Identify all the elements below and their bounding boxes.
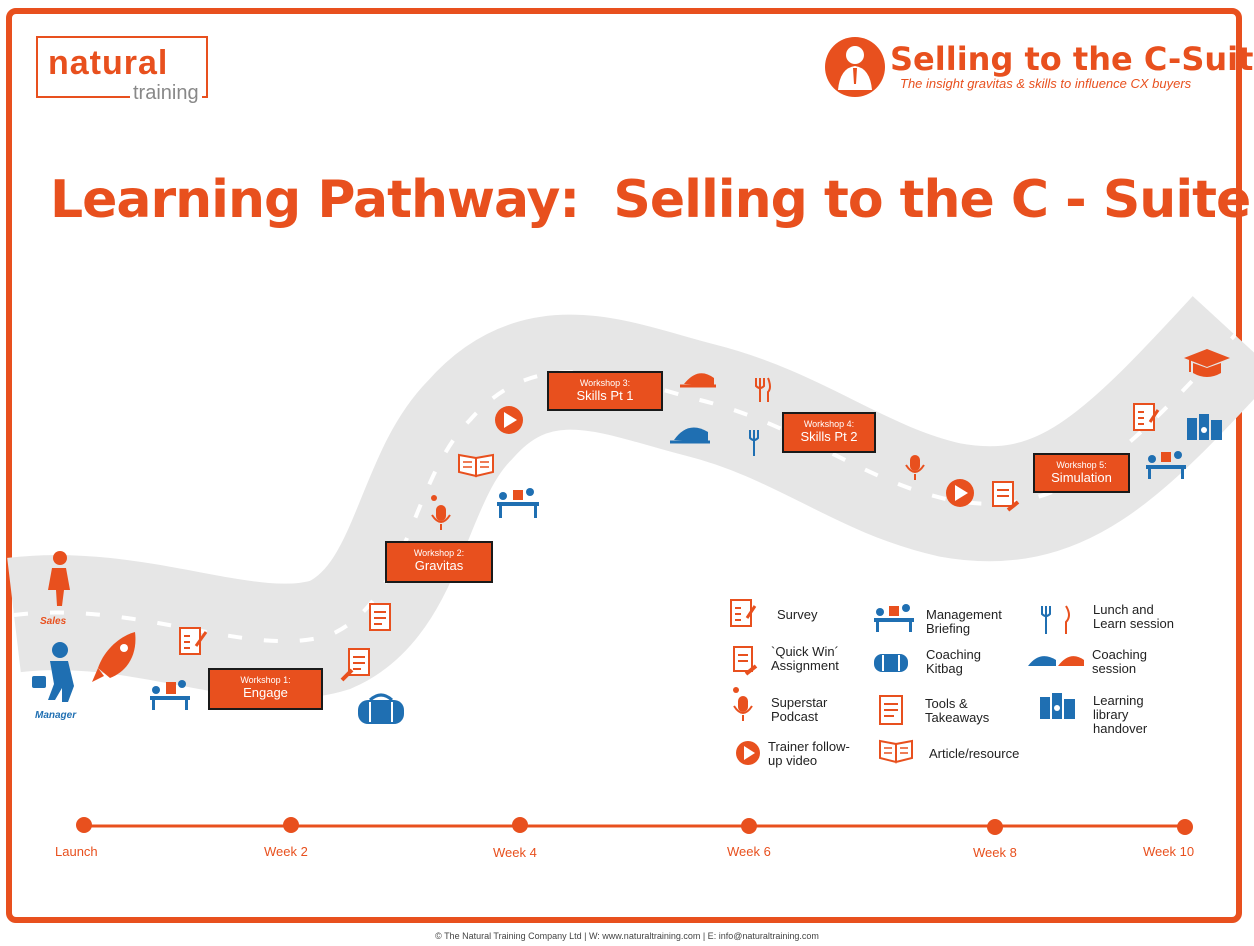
quick-win-icon bbox=[992, 481, 1020, 512]
workshop-number: Workshop 5: bbox=[1056, 460, 1107, 470]
brand-subtitle: The insight gravitas & skills to influen… bbox=[900, 76, 1192, 91]
legend-kitbag: Coaching Kitbag bbox=[926, 647, 981, 676]
video-icon bbox=[736, 741, 760, 765]
workshop-name: Engage bbox=[243, 685, 288, 700]
management-briefing-icon bbox=[497, 488, 539, 518]
lunch-icon bbox=[1041, 605, 1070, 634]
timeline-label-week4: Week 4 bbox=[493, 845, 537, 860]
quick-win-icon bbox=[733, 646, 758, 676]
library-icon bbox=[1040, 693, 1075, 719]
tools-icon bbox=[369, 603, 391, 631]
workshop-number: Workshop 3: bbox=[579, 378, 631, 388]
workshop-1-box: Workshop 1: Engage bbox=[208, 668, 323, 710]
executive-emblem-icon bbox=[825, 37, 885, 97]
timeline-dot bbox=[1177, 819, 1193, 835]
workshop-2-box: Workshop 2: Gravitas bbox=[385, 541, 493, 583]
survey-icon bbox=[1133, 403, 1160, 431]
workshop-name: Gravitas bbox=[414, 558, 464, 573]
timeline-label-week2: Week 2 bbox=[264, 844, 308, 859]
footer-copyright: © The Natural Training Company Ltd | W: … bbox=[435, 931, 819, 941]
legend-podcast: Superstar Podcast bbox=[771, 695, 828, 724]
timeline-dot bbox=[741, 818, 757, 834]
sales-label: Sales bbox=[40, 616, 67, 627]
article-icon bbox=[879, 739, 913, 764]
natural-training-logo: natural training bbox=[36, 36, 208, 105]
kitbag-icon bbox=[874, 654, 908, 672]
logo-word-training: training bbox=[130, 82, 202, 105]
video-icon bbox=[495, 406, 523, 434]
sales-person-icon bbox=[48, 551, 70, 606]
timeline-label-launch: Launch bbox=[55, 844, 98, 859]
management-briefing-icon bbox=[874, 604, 914, 632]
manager-person-icon bbox=[32, 642, 74, 702]
workshop-number: Workshop 1: bbox=[240, 675, 291, 685]
page-title: Learning Pathway: Selling to the C - Sui… bbox=[50, 170, 1251, 230]
tools-icon bbox=[879, 695, 903, 725]
podcast-icon bbox=[905, 455, 925, 480]
timeline-dot bbox=[987, 819, 1003, 835]
logo-word-natural: natural bbox=[48, 44, 169, 82]
timeline-dot bbox=[76, 817, 92, 833]
workshop-5-box: Workshop 5: Simulation bbox=[1033, 453, 1130, 493]
workshop-name: Skills Pt 1 bbox=[576, 388, 634, 403]
lunch-icon bbox=[749, 430, 759, 456]
rocket-icon bbox=[92, 632, 136, 682]
quick-win-icon bbox=[340, 648, 370, 682]
management-briefing-icon bbox=[1146, 451, 1186, 479]
legend-coaching: Coaching session bbox=[1092, 647, 1147, 676]
timeline-label-week6: Week 6 bbox=[727, 844, 771, 859]
podcast-icon bbox=[733, 687, 753, 721]
timeline-dot bbox=[283, 817, 299, 833]
workshop-number: Workshop 2: bbox=[413, 548, 465, 558]
workshop-name: Skills Pt 2 bbox=[800, 429, 858, 444]
legend-survey: Survey bbox=[777, 607, 818, 622]
library-icon bbox=[1187, 414, 1222, 440]
management-briefing-icon bbox=[150, 680, 190, 710]
timeline-label-week8: Week 8 bbox=[973, 845, 1017, 860]
legend-article: Article/resource bbox=[929, 746, 1020, 761]
timeline-dot bbox=[512, 817, 528, 833]
graduation-cap-icon bbox=[1184, 349, 1230, 377]
legend-quick-win: `Quick Win´ Assignment bbox=[771, 644, 839, 673]
survey-icon bbox=[730, 599, 757, 627]
coaching-cap-icon bbox=[670, 427, 710, 444]
article-icon bbox=[458, 453, 494, 478]
lunch-icon bbox=[755, 377, 771, 402]
workshop-number: Workshop 4: bbox=[803, 419, 855, 429]
video-icon bbox=[946, 479, 974, 507]
legend-tools: Tools & Takeaways bbox=[925, 696, 990, 725]
manager-label: Manager bbox=[35, 710, 77, 721]
legend-management-briefing: Management Briefing bbox=[926, 607, 1002, 636]
coaching-cap-icon bbox=[680, 373, 716, 388]
survey-icon bbox=[179, 627, 208, 655]
workshop-4-box: Workshop 4: Skills Pt 2 bbox=[782, 412, 876, 453]
kitbag-icon bbox=[358, 693, 404, 724]
legend-video: Trainer follow-up video bbox=[768, 739, 850, 768]
legend-lunch: Lunch and Learn session bbox=[1093, 602, 1174, 631]
timeline-label-week10: Week 10 bbox=[1143, 844, 1195, 859]
workshop-name: Simulation bbox=[1051, 470, 1112, 485]
legend-library: Learning library handover bbox=[1093, 693, 1148, 736]
brand-title: Selling to the C-Suite bbox=[890, 40, 1254, 78]
coaching-cap-icon bbox=[1028, 656, 1084, 666]
podcast-icon bbox=[431, 495, 451, 530]
workshop-3-box: Workshop 3: Skills Pt 1 bbox=[547, 371, 663, 411]
